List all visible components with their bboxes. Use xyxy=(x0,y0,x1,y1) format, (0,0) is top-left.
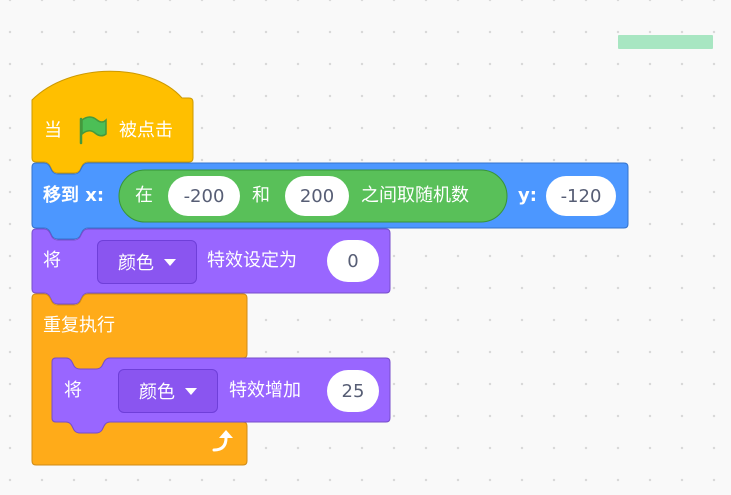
random-to-input[interactable]: 200 xyxy=(285,176,349,216)
change-effect-dropdown-value: 颜色 xyxy=(139,382,175,403)
change-effect-dropdown[interactable]: 颜色 xyxy=(118,369,218,413)
random-pick-label: 在 xyxy=(135,185,153,206)
set-effect-label: 将 xyxy=(43,250,61,271)
change-effect-label: 将 xyxy=(64,380,82,401)
dropdown-caret-icon xyxy=(164,258,176,266)
goto-x-label: 移到 x: xyxy=(43,185,105,206)
change-effect-value-input[interactable]: 25 xyxy=(327,370,379,412)
goto-y-label: y: xyxy=(518,185,537,206)
random-from-input[interactable]: -200 xyxy=(168,176,240,216)
when-flag-clicked-block-shape[interactable] xyxy=(31,70,194,174)
highlight-marker xyxy=(618,35,713,49)
set-effect-dropdown-value: 颜色 xyxy=(118,253,154,274)
green-flag-icon xyxy=(79,116,107,145)
set-effect-value-input[interactable]: 0 xyxy=(327,240,379,282)
dropdown-caret-icon xyxy=(185,387,197,395)
random-suffix-label: 之间取随机数 xyxy=(361,185,469,206)
random-and-label: 和 xyxy=(252,185,270,206)
y-value-input[interactable]: -120 xyxy=(546,176,616,216)
set-effect-dropdown[interactable]: 颜色 xyxy=(97,240,197,284)
when-label: 当 xyxy=(44,120,62,141)
forever-label: 重复执行 xyxy=(43,315,115,336)
repeat-arrow-icon xyxy=(212,430,233,452)
clicked-label: 被点击 xyxy=(119,120,173,141)
change-effect-by-label: 特效增加 xyxy=(229,380,301,401)
set-effect-to-label: 特效设定为 xyxy=(207,250,297,271)
